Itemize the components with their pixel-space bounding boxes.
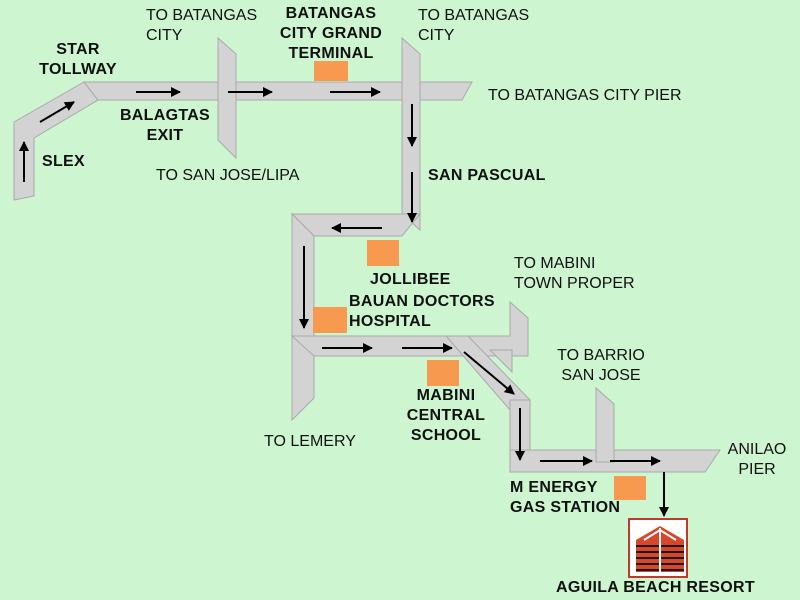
road-to-batangas-city-west — [217, 36, 237, 160]
to-barrio-san-jose-label: TO BARRIO SAN JOSE — [557, 347, 645, 384]
star-tollway-label: STAR TOLLWAY — [39, 41, 117, 78]
to-batangas-city-east-label: TO BATANGAS CITY — [418, 7, 530, 44]
balagtas-exit-label: BALAGTAS EXIT — [119, 107, 211, 144]
jollibee-label: JOLLIBEE — [370, 271, 451, 288]
slex-road — [13, 81, 99, 201]
mabini-central-school-label: MABINI CENTRAL SCHOOL — [406, 387, 486, 444]
mabini-junction-island — [488, 349, 513, 374]
to-san-jose-lipa-label: TO SAN JOSE/LIPA — [156, 167, 300, 184]
road-to-barrio-san-jose — [595, 386, 615, 463]
san-pascual-label: SAN PASCUAL — [428, 167, 546, 184]
aguila-beach-resort-label: AGUILA BEACH RESORT — [556, 579, 755, 596]
terminal-marker — [314, 61, 348, 81]
hospital-marker — [313, 307, 347, 333]
anilao-pier-label: ANILAO PIER — [727, 441, 787, 478]
m-energy-gas-station-label: M ENERGY GAS STATION — [510, 479, 621, 516]
school-marker — [427, 360, 459, 386]
jollibee-marker — [367, 240, 399, 266]
route-arrow — [39, 101, 75, 123]
route-arrow — [463, 351, 515, 395]
gas-station-marker — [614, 476, 646, 500]
batangas-city-grand-terminal-label: BATANGAS CITY GRAND TERMINAL — [279, 5, 383, 62]
to-batangas-city-pier-label: TO BATANGAS CITY PIER — [488, 87, 682, 104]
to-lemery-label: TO LEMERY — [264, 433, 356, 450]
to-mabini-town-proper-label: TO MABINI TOWN PROPER — [514, 255, 635, 292]
bauan-doctors-hospital-label: BAUAN DOCTORS HOSPITAL — [349, 293, 495, 330]
aguila-beach-resort-logo — [628, 518, 688, 578]
slex-label: SLEX — [42, 153, 85, 170]
to-batangas-city-west-label: TO BATANGAS CITY — [146, 7, 258, 44]
